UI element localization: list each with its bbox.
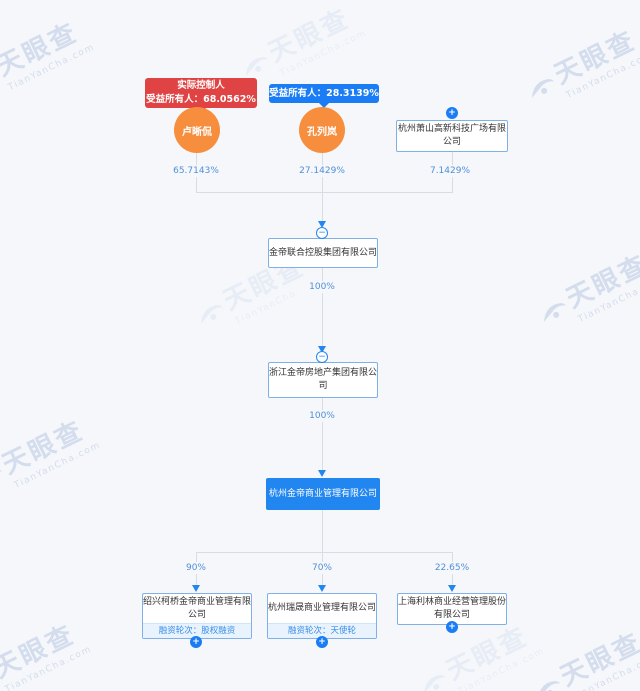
- tianyancha-logo-icon: [0, 469, 3, 488]
- watermark-subtext: TianYanCha.com: [570, 652, 640, 691]
- person-node-kong[interactable]: 孔列岚: [299, 107, 345, 153]
- company-name: 浙江金帝房地产集团有限公司: [269, 368, 378, 391]
- connector-line: [322, 510, 323, 552]
- watermark-subtext: TianYanCha.com: [564, 50, 640, 101]
- expand-plus-icon[interactable]: +: [316, 636, 328, 648]
- arrow-down-icon: [318, 346, 326, 353]
- controller-badge-line2: 受益所有人：68.0562%: [146, 94, 256, 105]
- watermark-text: 天眼查: [0, 415, 90, 481]
- arrow-down-icon: [318, 585, 326, 592]
- connector-line: [322, 398, 323, 472]
- tianyancha-watermark: 天眼查 TianYanCha.com: [0, 8, 97, 108]
- watermark-subtext: TianYanCha.com: [576, 274, 640, 325]
- minus-glyph: −: [318, 228, 326, 238]
- tianyancha-logo-icon: [424, 675, 447, 691]
- share-percentage: 100%: [292, 281, 352, 293]
- tianyancha-watermark: 天眼查 TianYanCha.com: [523, 618, 640, 691]
- share-percentage: 70%: [292, 562, 352, 574]
- arrow-down-icon: [318, 221, 326, 228]
- tianyancha-watermark: 天眼查 TianYanCha.com: [0, 406, 103, 506]
- company-box-shanghai-lilin[interactable]: 上海利林商业经营管理股份有限公司: [397, 593, 507, 625]
- expand-plus-icon[interactable]: +: [446, 107, 458, 119]
- collapse-minus-icon[interactable]: −: [316, 227, 328, 239]
- share-percentage: 65.7143%: [166, 165, 226, 177]
- tianyancha-logo-icon: [544, 303, 567, 322]
- watermark-subtext: TianYanCha.com: [12, 440, 103, 491]
- share-percentage: 27.1429%: [292, 165, 352, 177]
- plus-glyph: +: [448, 622, 456, 632]
- watermark-text: 天眼查: [555, 627, 640, 691]
- plus-glyph: +: [318, 637, 326, 647]
- watermark-subtext: TianYanCha.com: [3, 644, 94, 691]
- watermark-text: 天眼查: [549, 25, 640, 91]
- funding-round-label: 融资轮次：股权融资: [143, 623, 251, 638]
- share-percentage: 100%: [292, 410, 352, 422]
- arrow-down-icon: [192, 585, 200, 592]
- beneficiary-badge-text: 受益所有人：28.3139%: [269, 88, 379, 99]
- tianyancha-logo-icon: [201, 305, 224, 324]
- focus-company-box[interactable]: 杭州金帝商业管理有限公司: [266, 478, 380, 510]
- beneficiary-badge: 受益所有人：28.3139%: [269, 84, 379, 108]
- tianyancha-watermark: 天眼查 TianYanCha.com: [517, 16, 640, 116]
- watermark-subtext: TianYanCha.com: [456, 646, 547, 691]
- watermark-subtext: TianYanCha.com: [6, 42, 97, 93]
- connector-line: [322, 268, 323, 348]
- expand-plus-icon[interactable]: +: [446, 621, 458, 633]
- person-node-lu[interactable]: 卢晰侃: [174, 107, 220, 153]
- person-name: 卢晰侃: [182, 126, 212, 138]
- company-box-jindi-holding[interactable]: 金帝联合控股集团有限公司: [268, 238, 378, 268]
- company-box-jindi-realestate[interactable]: 浙江金帝房地产集团有限公司: [268, 362, 378, 398]
- watermark-text: 天眼查: [0, 619, 81, 685]
- company-box-xiaoshan[interactable]: 杭州萧山高新科技广场有限公司: [396, 120, 508, 152]
- tianyancha-watermark: 天眼查 TianYanCha.com: [0, 610, 94, 691]
- funding-round-label: 融资轮次：天使轮: [268, 623, 376, 638]
- company-name: 杭州瑞晟商业管理有限公司: [268, 603, 377, 613]
- tianyancha-logo-icon: [0, 63, 3, 98]
- minus-glyph: −: [318, 352, 326, 362]
- share-percentage: 7.1429%: [420, 165, 480, 177]
- actual-controller-badge: 实际控制人 受益所有人：68.0562%: [145, 78, 257, 113]
- company-name: 金帝联合控股集团有限公司: [269, 247, 378, 258]
- connector-line: [196, 192, 453, 193]
- watermark-text: 天眼查: [263, 3, 356, 69]
- expand-plus-icon[interactable]: +: [190, 636, 202, 648]
- company-name: 杭州金帝商业管理有限公司: [268, 488, 377, 499]
- watermark-text: 天眼查: [0, 17, 84, 83]
- tianyancha-watermark: 天眼查 TianYanCha.com: [529, 240, 640, 340]
- controller-badge-line1: 实际控制人: [177, 80, 225, 91]
- connector-line: [322, 192, 323, 222]
- collapse-minus-icon[interactable]: −: [316, 351, 328, 363]
- tianyancha-logo-icon: [532, 79, 555, 98]
- company-name: 上海利林商业经营管理股份有限公司: [398, 597, 507, 620]
- company-box-hangzhou-ruisheng[interactable]: 杭州瑞晟商业管理有限公司 融资轮次：天使轮: [267, 593, 377, 639]
- tianyancha-logo-icon: [538, 681, 561, 691]
- company-box-shaoxing-keqiao[interactable]: 绍兴柯桥金帝商业管理有限公司 融资轮次：股权融资: [142, 593, 252, 639]
- share-percentage: 90%: [166, 562, 226, 574]
- arrow-down-icon: [448, 585, 456, 592]
- company-name: 绍兴柯桥金帝商业管理有限公司: [143, 596, 252, 620]
- person-name: 孔列岚: [307, 126, 337, 138]
- plus-glyph: +: [192, 637, 200, 647]
- share-percentage: 22.65%: [422, 562, 482, 574]
- watermark-text: 天眼查: [561, 249, 640, 315]
- plus-glyph: +: [448, 108, 456, 118]
- company-name: 杭州萧山高新科技广场有限公司: [397, 124, 506, 147]
- connector-line: [196, 552, 453, 553]
- arrow-down-icon: [318, 470, 326, 477]
